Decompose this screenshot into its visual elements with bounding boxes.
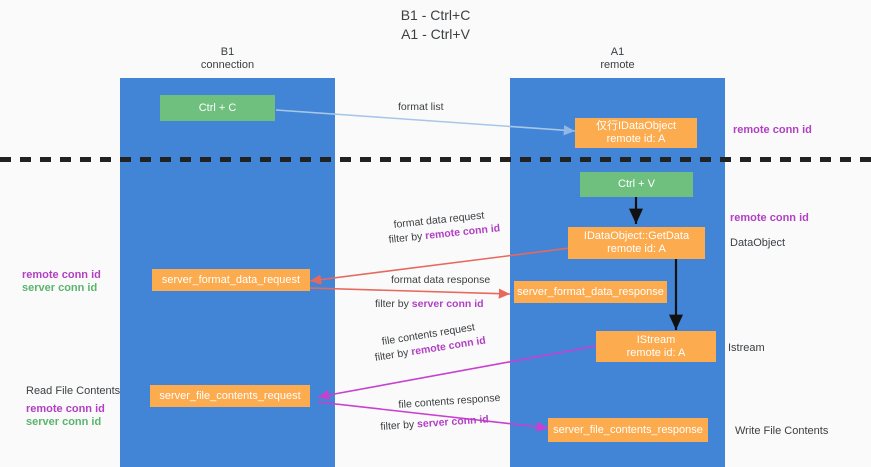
- label-left-remote-conn-bottom: remote conn id: [26, 403, 105, 415]
- box-istream-line2: remote id: A: [626, 346, 686, 359]
- box-idataobject-line1: 仅行IDataObject: [595, 120, 677, 132]
- label-right-remote-conn-top: remote conn id: [733, 124, 812, 136]
- box-getdata-line2: remote id: A: [607, 243, 666, 255]
- divider-dashed-line: [0, 157, 871, 162]
- column-a1-sub: remote: [600, 59, 635, 71]
- box-ctrl-c-label: Ctrl + C: [198, 101, 237, 114]
- arrow-file-contents-request: [317, 345, 597, 401]
- box-ctrl-c[interactable]: Ctrl + C: [160, 95, 275, 121]
- box-istream-line1: IStream: [636, 333, 676, 346]
- column-b1-name: B1: [220, 46, 235, 58]
- label-dataobject: DataObject: [730, 237, 786, 249]
- label-read-file-contents: Read File Contents: [26, 385, 121, 397]
- box-server-format-data-response-label: server_format_data_response: [517, 285, 664, 298]
- filter-by-text: filter by: [388, 230, 423, 246]
- label-write-file-contents: Write File Contents: [735, 425, 829, 437]
- box-server-format-data-request[interactable]: server_format_data_request: [152, 269, 310, 291]
- box-idataobject[interactable]: 仅行IDataObject remote id: A: [575, 118, 697, 148]
- title-line-2: A1 - Ctrl+V: [401, 26, 470, 42]
- box-server-format-data-response[interactable]: server_format_data_response: [514, 281, 667, 303]
- box-server-format-data-request-label: server_format_data_request: [161, 273, 301, 286]
- label-left-server-conn-mid: server conn id: [22, 282, 98, 294]
- arrow-file-contents-response: [317, 401, 549, 432]
- box-server-file-contents-request[interactable]: server_file_contents_request: [150, 385, 310, 407]
- box-server-file-contents-request-label: server_file_contents_request: [159, 389, 301, 402]
- label-left-remote-conn-mid: remote conn id: [22, 269, 101, 281]
- column-header-b1: B1 connection: [120, 46, 335, 72]
- box-istream[interactable]: IStream remote id: A: [596, 331, 716, 362]
- box-ctrl-v-label: Ctrl + V: [618, 178, 655, 190]
- box-ctrl-v[interactable]: Ctrl + V: [580, 172, 693, 197]
- label-left-server-conn-bottom: server conn id: [26, 416, 102, 428]
- label-istream: Istream: [728, 342, 765, 354]
- arrow-format-data-request: [309, 246, 579, 285]
- server-conn-id-text: server conn id: [411, 298, 484, 310]
- box-server-file-contents-response[interactable]: server_file_contents_response: [548, 418, 708, 442]
- title-line-1: B1 - Ctrl+C: [400, 7, 471, 23]
- arrow-format-list: [275, 109, 576, 136]
- page-title: B1 - Ctrl+C A1 - Ctrl+V: [0, 6, 871, 44]
- column-a1-name: A1: [610, 46, 625, 58]
- box-getdata-line1: IDataObject::GetData: [583, 230, 690, 242]
- label-right-remote-conn-mid: remote conn id: [730, 212, 809, 224]
- column-b1-sub: connection: [200, 59, 255, 71]
- filter-by-text-2: filter by: [375, 298, 409, 310]
- annotation-format-data-response: format data response: [391, 274, 491, 286]
- column-header-a1: A1 remote: [510, 46, 725, 72]
- filter-by-text-4: filter by: [380, 418, 415, 433]
- box-idataobject-line2: remote id: A: [606, 133, 666, 145]
- arrow-format-data-response: [309, 287, 511, 299]
- box-getdata[interactable]: IDataObject::GetData remote id: A: [568, 227, 705, 259]
- annotation-format-data-response-filter: filter by server conn id: [375, 298, 484, 311]
- annotation-format-list: format list: [398, 101, 444, 113]
- box-server-file-contents-response-label: server_file_contents_response: [553, 423, 703, 436]
